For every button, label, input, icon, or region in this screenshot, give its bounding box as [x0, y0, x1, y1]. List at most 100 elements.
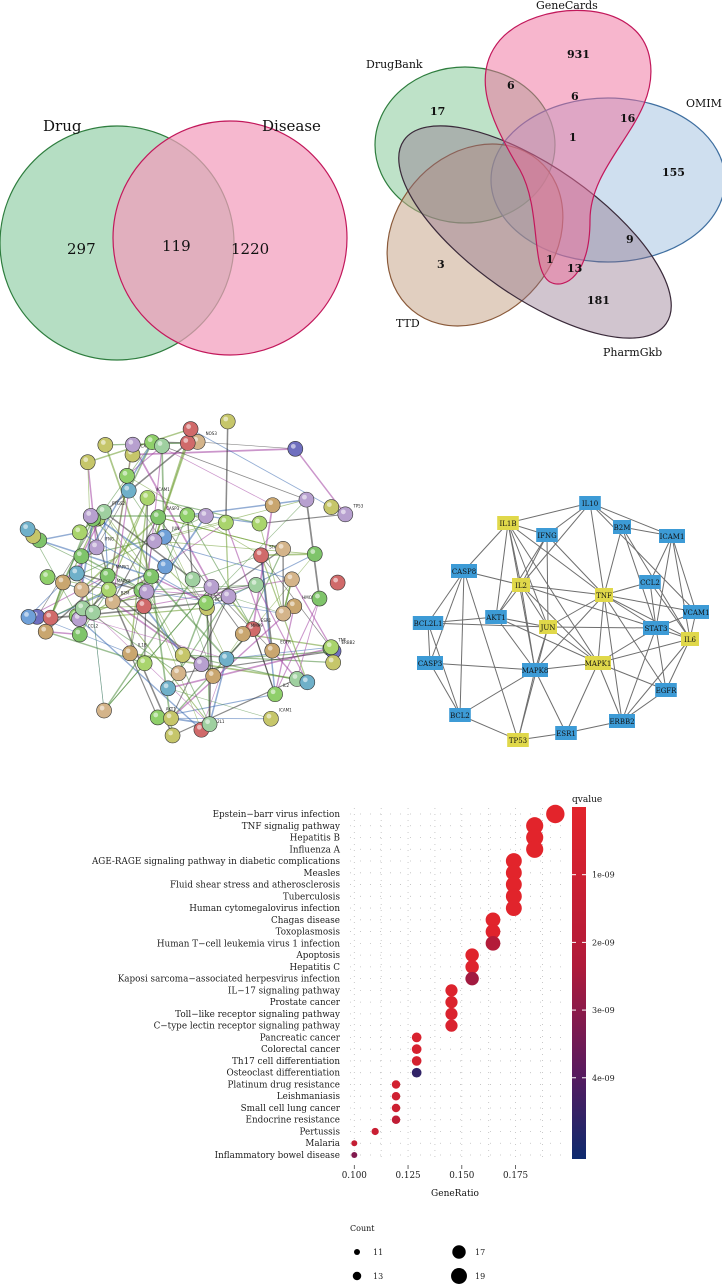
ppi-node	[193, 656, 210, 672]
ppi-node	[174, 647, 191, 663]
ppi-node	[85, 604, 101, 621]
hub-node-bcl2l1: BCL2L1	[412, 616, 444, 630]
hub-edge	[649, 581, 691, 640]
hub-node-label: CASP8	[452, 568, 476, 576]
ppi-node-highlight	[46, 612, 52, 618]
ppi-edge	[225, 522, 230, 597]
pathway-dot	[505, 888, 522, 905]
ppi-node-highlight	[326, 502, 332, 508]
hub-node-box	[522, 663, 548, 677]
hub-edge	[429, 570, 465, 664]
ppi-node-label: JUN	[171, 526, 179, 531]
ppi-node-highlight	[207, 581, 212, 587]
ppi-node-highlight	[223, 416, 229, 422]
hub-node-box	[507, 733, 529, 747]
hub-edge	[671, 535, 697, 613]
hub-edge	[597, 594, 605, 664]
hub-edge	[565, 662, 599, 734]
hub-node-mapk8: MAPK8	[522, 663, 549, 677]
ppi-edge	[141, 584, 257, 591]
x-tick-label: 0.125	[395, 1171, 420, 1181]
ppi-node	[136, 655, 153, 672]
ppi-edge	[164, 499, 307, 538]
dot-plot-points	[351, 804, 565, 1158]
hub-edge	[495, 522, 509, 618]
hub-node-label: TNF	[596, 592, 612, 600]
hub-edge	[546, 534, 549, 628]
venn-disease-label: Disease	[262, 117, 321, 135]
ppi-edge	[82, 607, 179, 674]
venn-overlap-count: 119	[162, 237, 191, 255]
ppi-node	[248, 577, 264, 593]
ppi-node	[184, 571, 201, 588]
pathway-label: Tuberculosis	[283, 892, 341, 902]
hub-edge	[463, 522, 509, 572]
venn-count-genecards-only: 931	[567, 48, 590, 61]
hub-node-il6: IL6	[681, 632, 699, 646]
hub-node-box	[655, 683, 677, 697]
pathway-label: Pancreatic cancer	[260, 1033, 341, 1043]
ppi-edge	[97, 517, 166, 568]
ppi-node-highlight	[201, 597, 207, 603]
ppi-node	[198, 595, 214, 611]
ppi-node	[99, 567, 116, 584]
pathway-label: Pertussis	[300, 1127, 341, 1137]
ppi-node	[323, 499, 340, 515]
ppi-edge	[96, 490, 130, 548]
ppi-node-label: NOS3	[206, 431, 218, 436]
hub-edge	[520, 584, 536, 671]
ppi-node-highlight	[248, 624, 254, 629]
ppi-node-highlight	[266, 713, 272, 719]
hub-node-label: ERBB2	[609, 718, 634, 726]
hub-node-label: MAPK8	[522, 667, 549, 675]
hub-edge	[495, 616, 536, 671]
ppi-edge	[186, 515, 194, 580]
ppi-node	[39, 569, 56, 585]
ppi-node	[306, 546, 323, 562]
pathway-dot	[445, 1007, 458, 1020]
pathway-label: Epstein−barr virus infection	[213, 810, 341, 820]
ppi-node	[198, 508, 214, 524]
ppi-node	[264, 497, 281, 513]
hub-edge	[463, 570, 519, 741]
hub-nodes: IL10IL1BIFNGB2MICAM1CASP8IL2TNFCCL2VCAM1…	[412, 496, 710, 747]
ppi-node-highlight	[224, 591, 229, 597]
hub-node-box	[585, 656, 611, 670]
hub-node-label: BCL2L1	[414, 620, 443, 628]
ppi-node	[68, 565, 85, 582]
hub-node-box	[643, 621, 669, 635]
ppi-node	[218, 650, 235, 667]
pathway-label: Prostate cancer	[270, 998, 341, 1008]
hub-node-mapk1: MAPK1	[585, 656, 611, 670]
hub-node-stat3: STAT3	[643, 621, 669, 635]
size-legend-dot	[352, 1271, 362, 1281]
venn-pharmgkb-label: PharmGkb	[603, 346, 662, 359]
ppi-node-highlight	[251, 580, 257, 585]
hub-edge	[603, 526, 623, 596]
pathway-dot	[371, 1127, 379, 1136]
venn-count-genecards-pharmgkb-ttd: 13	[567, 262, 582, 275]
hub-node-erbb2: ERBB2	[609, 714, 635, 728]
pathway-dot	[411, 1067, 422, 1078]
venn-drug-label: Drug	[43, 117, 82, 135]
venn-count-genecards-pharmgkb: 6	[571, 90, 579, 103]
hub-edge	[517, 669, 536, 741]
hub-node-label: EGFR	[656, 687, 678, 695]
hub-edge	[507, 522, 605, 596]
ppi-node-highlight	[160, 561, 166, 567]
pathway-dot	[505, 864, 522, 881]
ppi-node-highlight	[182, 510, 188, 516]
pathway-dot	[505, 900, 522, 917]
ppi-edge	[146, 591, 202, 730]
venn-genecards-shape	[484, 9, 652, 285]
hub-edge	[589, 502, 673, 537]
hub-edge	[429, 662, 536, 671]
ppi-edge	[103, 586, 212, 711]
pathway-label: Apoptosis	[295, 951, 340, 961]
ppi-network: ANXA5ESR1IL10TNFIL6AKT1JUNMAPK1CASP3CASP…	[19, 413, 364, 744]
ppi-node	[96, 702, 112, 719]
ppi-edge	[76, 441, 153, 574]
hub-edge	[597, 662, 623, 722]
hub-node-egfr: EGFR	[655, 683, 677, 697]
hub-edge	[534, 594, 605, 671]
